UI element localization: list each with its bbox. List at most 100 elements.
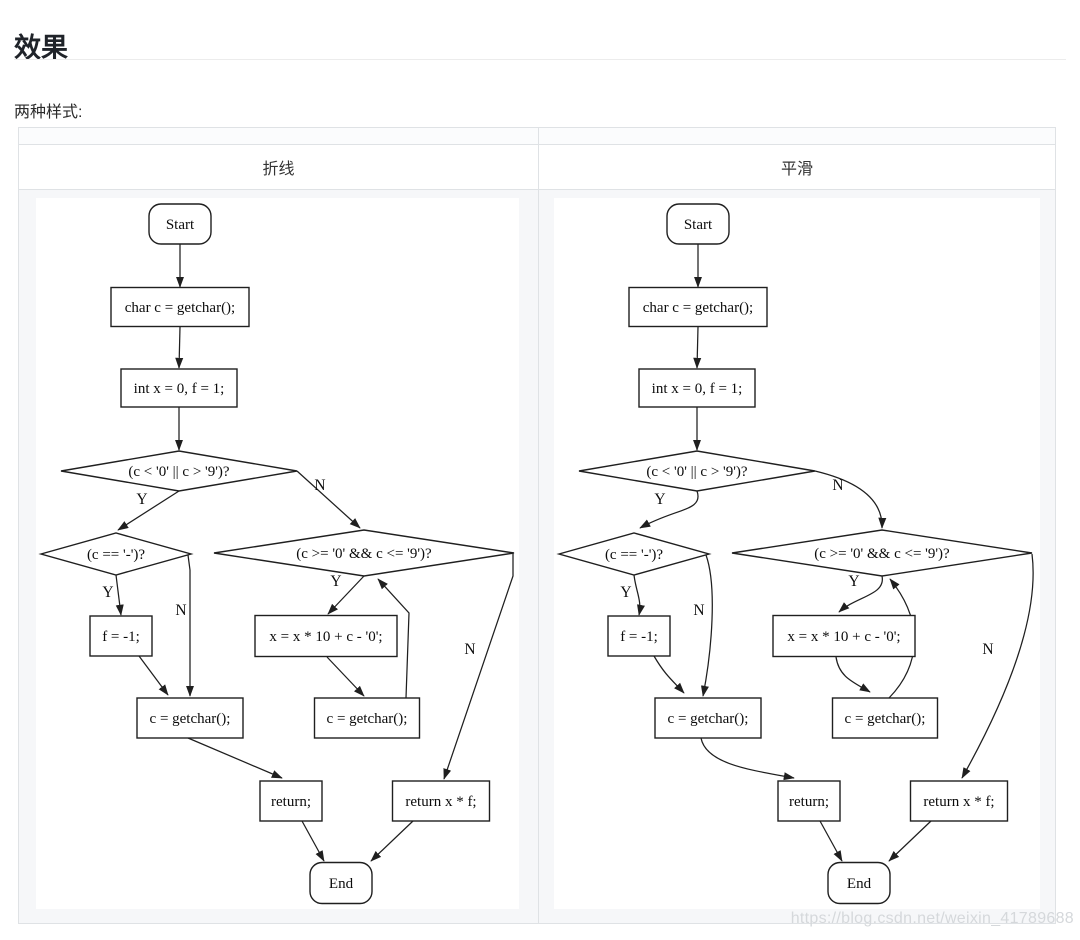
node-label-init: int x = 0, f = 1;	[652, 381, 743, 397]
node-ret1: return;	[259, 780, 323, 822]
node-cond1: (c < '0' || c > '9')?	[578, 450, 816, 492]
edge-acc-read3	[326, 656, 365, 697]
node-neg: f = -1;	[89, 615, 153, 657]
column-header-smooth: 平滑	[538, 144, 1056, 190]
edge-label-y-cond1: Y	[654, 491, 665, 508]
node-label-ret1: return;	[789, 794, 829, 810]
node-cond3: (c >= '0' && c <= '9')?	[731, 529, 1033, 577]
node-read3: c = getchar();	[831, 697, 939, 739]
node-label-cond3: (c >= '0' && c <= '9')?	[296, 546, 432, 562]
edge-cond2-read2	[185, 554, 195, 697]
node-acc: x = x * 10 + c - '0';	[254, 614, 398, 658]
edge-label-y-cond2: Y	[102, 584, 113, 601]
edge-read3-cond3	[377, 578, 410, 699]
node-cond1: (c < '0' || c > '9')?	[60, 450, 298, 492]
node-init: int x = 0, f = 1;	[638, 368, 756, 408]
node-ret1: return;	[777, 780, 841, 822]
node-ret2: return x * f;	[909, 780, 1009, 822]
node-label-read2: c = getchar();	[668, 711, 749, 727]
node-label-cond2: (c == '-')?	[605, 547, 663, 563]
node-label-neg: f = -1;	[102, 629, 140, 645]
edge-cond1-cond3	[814, 470, 887, 529]
node-label-cond1: (c < '0' || c > '9')?	[646, 464, 748, 480]
node-label-cond2: (c == '-')?	[87, 547, 145, 563]
page-title: 效果	[14, 33, 68, 64]
flowchart-polyline: Y N Y N Y N Start char c = getchar(); int x = 0,…	[36, 198, 519, 909]
node-label-start: Start	[166, 217, 195, 233]
edge-ret1-end	[819, 820, 843, 862]
node-label-cond3: (c >= '0' && c <= '9')?	[814, 546, 950, 562]
edge-label-y-cond3: Y	[848, 573, 859, 590]
node-label-read1: char c = getchar();	[643, 300, 753, 316]
node-label-ret2: return x * f;	[405, 794, 476, 810]
edge-acc-read3	[835, 656, 871, 693]
edge-label-n-cond2: N	[693, 602, 704, 619]
edge-ret1-end	[301, 820, 325, 862]
edge-read1-init	[175, 326, 184, 369]
edge-label-n-cond2: N	[175, 602, 186, 619]
edge-ret2-end	[370, 820, 414, 862]
node-label-read2: c = getchar();	[150, 711, 231, 727]
edge-cond3-ret2	[443, 554, 514, 780]
node-label-neg: f = -1;	[620, 629, 658, 645]
node-label-cond1: (c < '0' || c > '9')?	[128, 464, 230, 480]
node-label-end: End	[847, 876, 872, 892]
node-label-end: End	[329, 876, 354, 892]
node-label-ret1: return;	[271, 794, 311, 810]
edge-cond3-acc	[838, 575, 883, 613]
node-read1: char c = getchar();	[110, 286, 250, 328]
column-header-polyline: 折线	[18, 144, 539, 190]
edge-cond2-neg	[115, 574, 124, 616]
edge-cond3-ret2	[961, 553, 1034, 779]
node-end: End	[827, 861, 891, 905]
node-read3: c = getchar();	[313, 697, 421, 739]
node-cond2: (c == '-')?	[38, 532, 194, 576]
empty-cell-left	[18, 127, 539, 145]
edge-label-n-cond1: N	[314, 477, 325, 494]
node-label-read3: c = getchar();	[845, 711, 926, 727]
edge-label-n-cond3: N	[982, 641, 993, 658]
edge-cond1-cond2	[117, 490, 180, 531]
node-label-read3: c = getchar();	[327, 711, 408, 727]
edge-neg-read2	[138, 655, 169, 696]
edge-cond3-acc	[327, 575, 365, 615]
edge-read2-ret1	[187, 737, 283, 779]
edge-cond2-neg	[633, 574, 645, 616]
subtitle-text: 两种样式:	[14, 104, 83, 121]
edge-label-n-cond1: N	[832, 477, 843, 494]
table-header-row: 折线 平滑	[18, 144, 1056, 190]
node-init: int x = 0, f = 1;	[120, 368, 238, 408]
node-label-read1: char c = getchar();	[125, 300, 235, 316]
node-cond2: (c == '-')?	[556, 532, 712, 576]
node-cond3: (c >= '0' && c <= '9')?	[213, 529, 515, 577]
styles-table: 折线 平滑 Y N Y N Y N Start char c = getchar(); int …	[18, 127, 1056, 924]
node-end: End	[309, 861, 373, 905]
node-ret2: return x * f;	[391, 780, 491, 822]
table-body-row: Y N Y N Y N Start char c = getchar(); int x = 0,…	[18, 189, 1056, 924]
node-read2: c = getchar();	[654, 697, 762, 739]
watermark-text: https://blog.csdn.net/weixin_41789688	[790, 910, 1074, 927]
edge-ret2-end	[888, 820, 932, 862]
edge-cond1-cond3	[296, 470, 361, 529]
edge-label-y-cond3: Y	[330, 573, 341, 590]
node-read2: c = getchar();	[136, 697, 244, 739]
edge-neg-read2	[653, 655, 685, 694]
node-label-ret2: return x * f;	[923, 794, 994, 810]
node-start: Start	[666, 203, 730, 245]
edge-cond2-read2	[700, 554, 713, 697]
node-neg: f = -1;	[607, 615, 671, 657]
divider-rule	[14, 59, 1066, 60]
node-label-init: int x = 0, f = 1;	[134, 381, 225, 397]
node-read1: char c = getchar();	[628, 286, 768, 328]
node-label-start: Start	[684, 217, 713, 233]
edge-label-y-cond1: Y	[136, 491, 147, 508]
edge-label-n-cond3: N	[464, 641, 475, 658]
edge-read2-ret1	[700, 737, 795, 781]
table-empty-row	[18, 127, 1056, 145]
empty-cell-right	[538, 127, 1056, 145]
node-label-acc: x = x * 10 + c - '0';	[787, 629, 900, 645]
edge-read1-init	[693, 326, 702, 369]
edge-cond1-cond2	[639, 490, 699, 529]
